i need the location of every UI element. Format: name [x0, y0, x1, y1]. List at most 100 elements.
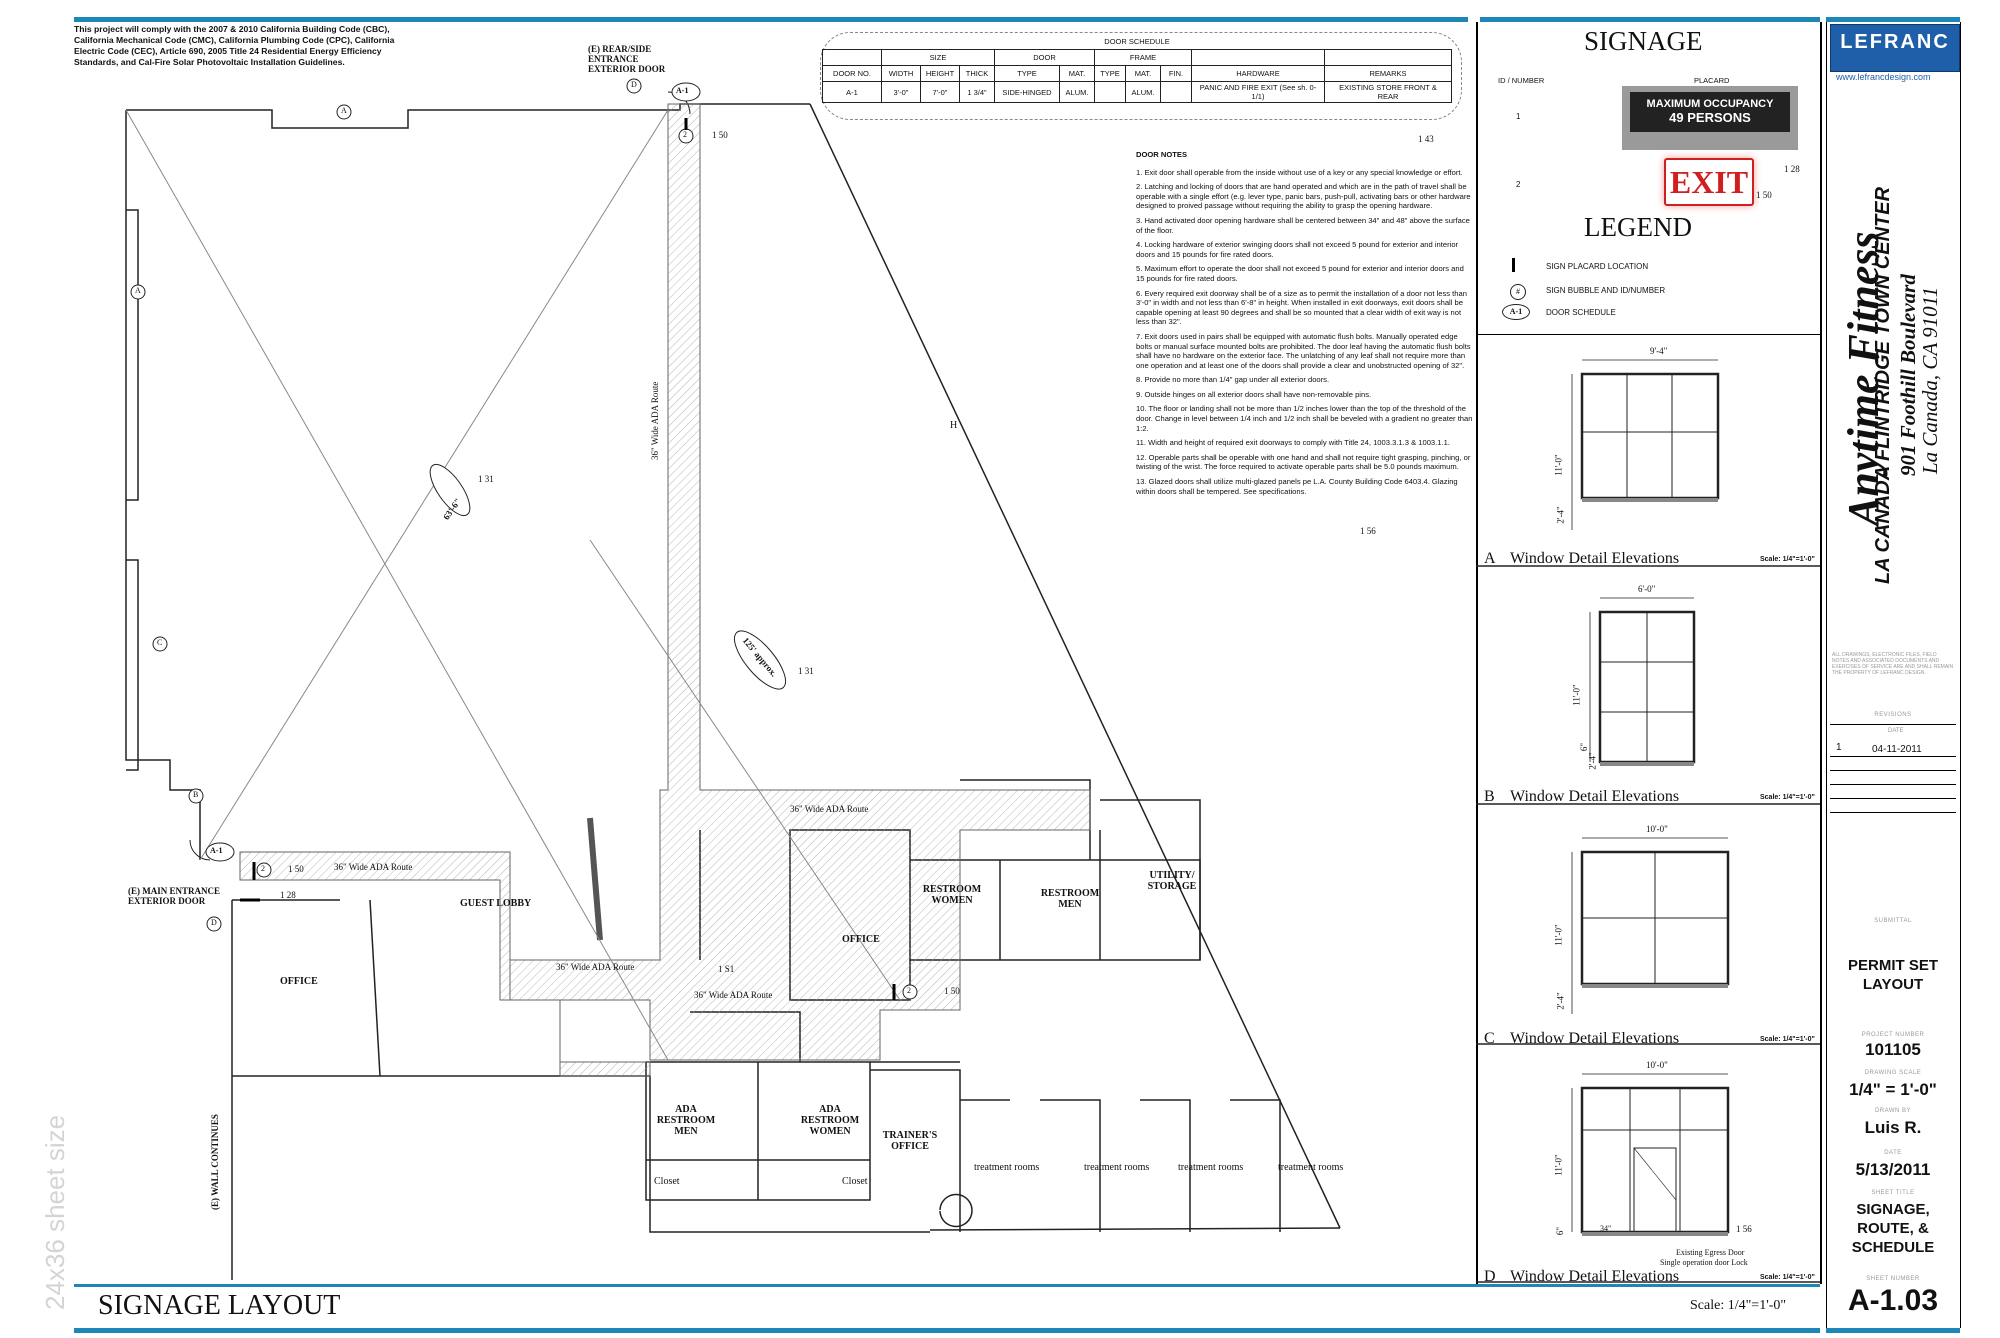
ref-1-31-b: 1 31 [798, 666, 814, 676]
occupancy-line-1: MAXIMUM OCCUPANCY [1646, 98, 1774, 110]
door-notes-title: DOOR NOTES [1136, 150, 1188, 159]
drawn-by: Luis R. [1864, 1118, 1922, 1137]
south-wall-east [929, 1227, 1341, 1231]
tag-c-left: C [157, 638, 163, 647]
door-notes: DOOR NOTES 1. Exit door shall operable f… [1136, 150, 1474, 501]
bottom-title-band [74, 1284, 1820, 1287]
cell-height: 7'-0" [920, 81, 960, 103]
room-office-left: OFFICE [280, 976, 318, 987]
door-note-8: 8. Provide no more than 1/4" gap under a… [1136, 375, 1330, 385]
signage-col-placard: PLACARD [1694, 76, 1730, 85]
elev-d-callout-2: Single operation door Lock [1660, 1258, 1748, 1267]
cell-remarks: EXISTING STORE FRONT & REAR [1324, 81, 1452, 103]
elev-c-title: Window Detail Elevations [1510, 1030, 1680, 1047]
project-address-2: La Canada, CA 91011 [1918, 286, 1942, 474]
signage-row-1-id: 1 [1516, 112, 1521, 121]
door-note-2: 2. Latching and locking of doors that ar… [1136, 182, 1471, 211]
room-treatment-4: treatment rooms [1278, 1162, 1344, 1173]
elev-d-callout-1: Existing Egress Door [1676, 1248, 1745, 1257]
drawing-scale-label: DRAWING SCALE [1864, 1070, 1922, 1076]
tag-h-plan: H [950, 420, 958, 431]
top-border-band-right [1480, 17, 1820, 22]
room-treatment-3: treatment rooms [1178, 1162, 1244, 1173]
tag-b-left: B [193, 790, 199, 799]
sign-bubble-2-mid: 2 [907, 986, 911, 995]
cell-frame-type [1094, 81, 1126, 103]
tag-d-left: D [211, 918, 217, 927]
door-note-12: 12. Operable parts shall be operable wit… [1136, 452, 1471, 472]
south-interior [232, 1075, 930, 1233]
north-wall [126, 103, 810, 129]
revision-row-rule-2 [1830, 770, 1956, 771]
elev-c-letter: C [1484, 1030, 1495, 1047]
title-block-divider-2 [1960, 22, 1961, 1328]
revision-date: 04-11-2011 [1872, 744, 1922, 755]
tag-a-top: A [341, 106, 347, 115]
cell-door-type: SIDE-HINGED [994, 81, 1060, 103]
legend-item-placard: SIGN PLACARD LOCATION [1546, 262, 1649, 271]
door-note-6: 6. Every required exit doorway shall be … [1136, 288, 1467, 327]
room-restroom-men: RESTROOM MEN [1040, 888, 1100, 910]
elev-d-scale: Scale: 1/4"=1'-0" [1760, 1274, 1815, 1281]
sheet-date: 5/13/2011 [1855, 1160, 1931, 1179]
ref-1-56: 1 56 [1360, 526, 1376, 536]
elev-d-title: Window Detail Elevations [1510, 1268, 1680, 1285]
door-note-7: 7. Exit doors used in pairs shall be equ… [1136, 331, 1471, 370]
room-restroom-women: RESTROOM WOMEN [922, 884, 982, 906]
elev-d-height: 11'-0" [1553, 1154, 1564, 1176]
sheet-number: A-1.03 [1847, 1284, 1939, 1317]
ref-1-28-main: 1 28 [280, 890, 296, 900]
title-block-band-top [1826, 17, 1960, 22]
signage-col-id: ID / NUMBER [1498, 76, 1545, 85]
door-note-4: 4. Locking hardware of exterior swinging… [1136, 240, 1459, 259]
legend-bottom-rule [1478, 334, 1820, 335]
occupancy-placard-face: MAXIMUM OCCUPANCY 49 PERSONS [1630, 92, 1790, 132]
sign-bubble-2-main: 2 [261, 864, 265, 873]
occupancy-placard: MAXIMUM OCCUPANCY 49 PERSONS [1622, 86, 1798, 150]
hdr-thick: THICK [959, 65, 995, 82]
floor-plan [125, 78, 1341, 1280]
cell-hardware: PANIC AND FIRE EXIT (See sh. 0-1/1) [1191, 81, 1325, 103]
group-door: DOOR [994, 49, 1095, 66]
revision-row-rule-3 [1830, 784, 1956, 785]
hdr-frame-type: TYPE [1094, 65, 1126, 82]
room-guest-lobby: GUEST LOBBY [460, 898, 532, 909]
elev-a-letter: A [1484, 550, 1496, 567]
ada-route-label-2: 36" Wide ADA Route [790, 804, 869, 814]
company-logo-text: LEFRANC [1840, 31, 1950, 53]
diagonal-line-1 [125, 109, 669, 1061]
sheet-size-watermark: 24x36 sheet size [40, 1114, 70, 1310]
door-schedule-table: DOOR SCHEDULE SIZE DOOR FRAME DOOR NO. W… [822, 34, 1452, 103]
right-panel-divider-2 [1820, 22, 1822, 1284]
tag-d-top: D [631, 80, 637, 89]
ada-route-label-4: 36" Wide ADA Route [556, 962, 635, 972]
plan-title: SIGNAGE LAYOUT [98, 1290, 341, 1321]
door-note-5: 5. Maximum effort to operate the door sh… [1136, 264, 1464, 283]
top-border-band [74, 17, 1468, 22]
revisions-label: REVISIONS [1874, 712, 1912, 718]
elev-b-base-a: 6" [1579, 742, 1590, 752]
revision-number: 1 [1836, 742, 1842, 753]
main-door-label: (E) MAIN ENTRANCE EXTERIOR DOOR [128, 886, 220, 906]
legend-heading: LEGEND [1584, 212, 1692, 242]
elev-a-title: Window Detail Elevations [1510, 550, 1680, 567]
hdr-hardware: HARDWARE [1191, 65, 1325, 82]
door-schedule-title: DOOR SCHEDULE [822, 34, 1452, 50]
elev-b-height: 11'-0" [1571, 684, 1582, 706]
cell-frame-mat: ALUM. [1125, 81, 1161, 103]
hdr-width: WIDTH [881, 65, 921, 82]
legend-bubble-symbol: # [1510, 284, 1526, 300]
ada-route [239, 103, 1091, 1077]
bottom-border-band [74, 1328, 1820, 1333]
cell-door-no: A-1 [822, 81, 882, 103]
sheet-title: SIGNAGE, ROUTE, & SCHEDULE [1851, 1201, 1935, 1256]
window-elevations [1476, 359, 1820, 1283]
cell-frame-fin [1160, 81, 1192, 103]
ref-1-s1: 1 S1 [718, 964, 735, 974]
elev-d-ref: 1 56 [1736, 1224, 1752, 1234]
elev-a-base: 2'-4" [1555, 506, 1566, 524]
hdr-door-mat: MAT. [1059, 65, 1095, 82]
door-note-13: 13. Glazed doors shall utilize multi-gla… [1136, 477, 1458, 496]
signage-row-2-id: 2 [1516, 180, 1521, 189]
